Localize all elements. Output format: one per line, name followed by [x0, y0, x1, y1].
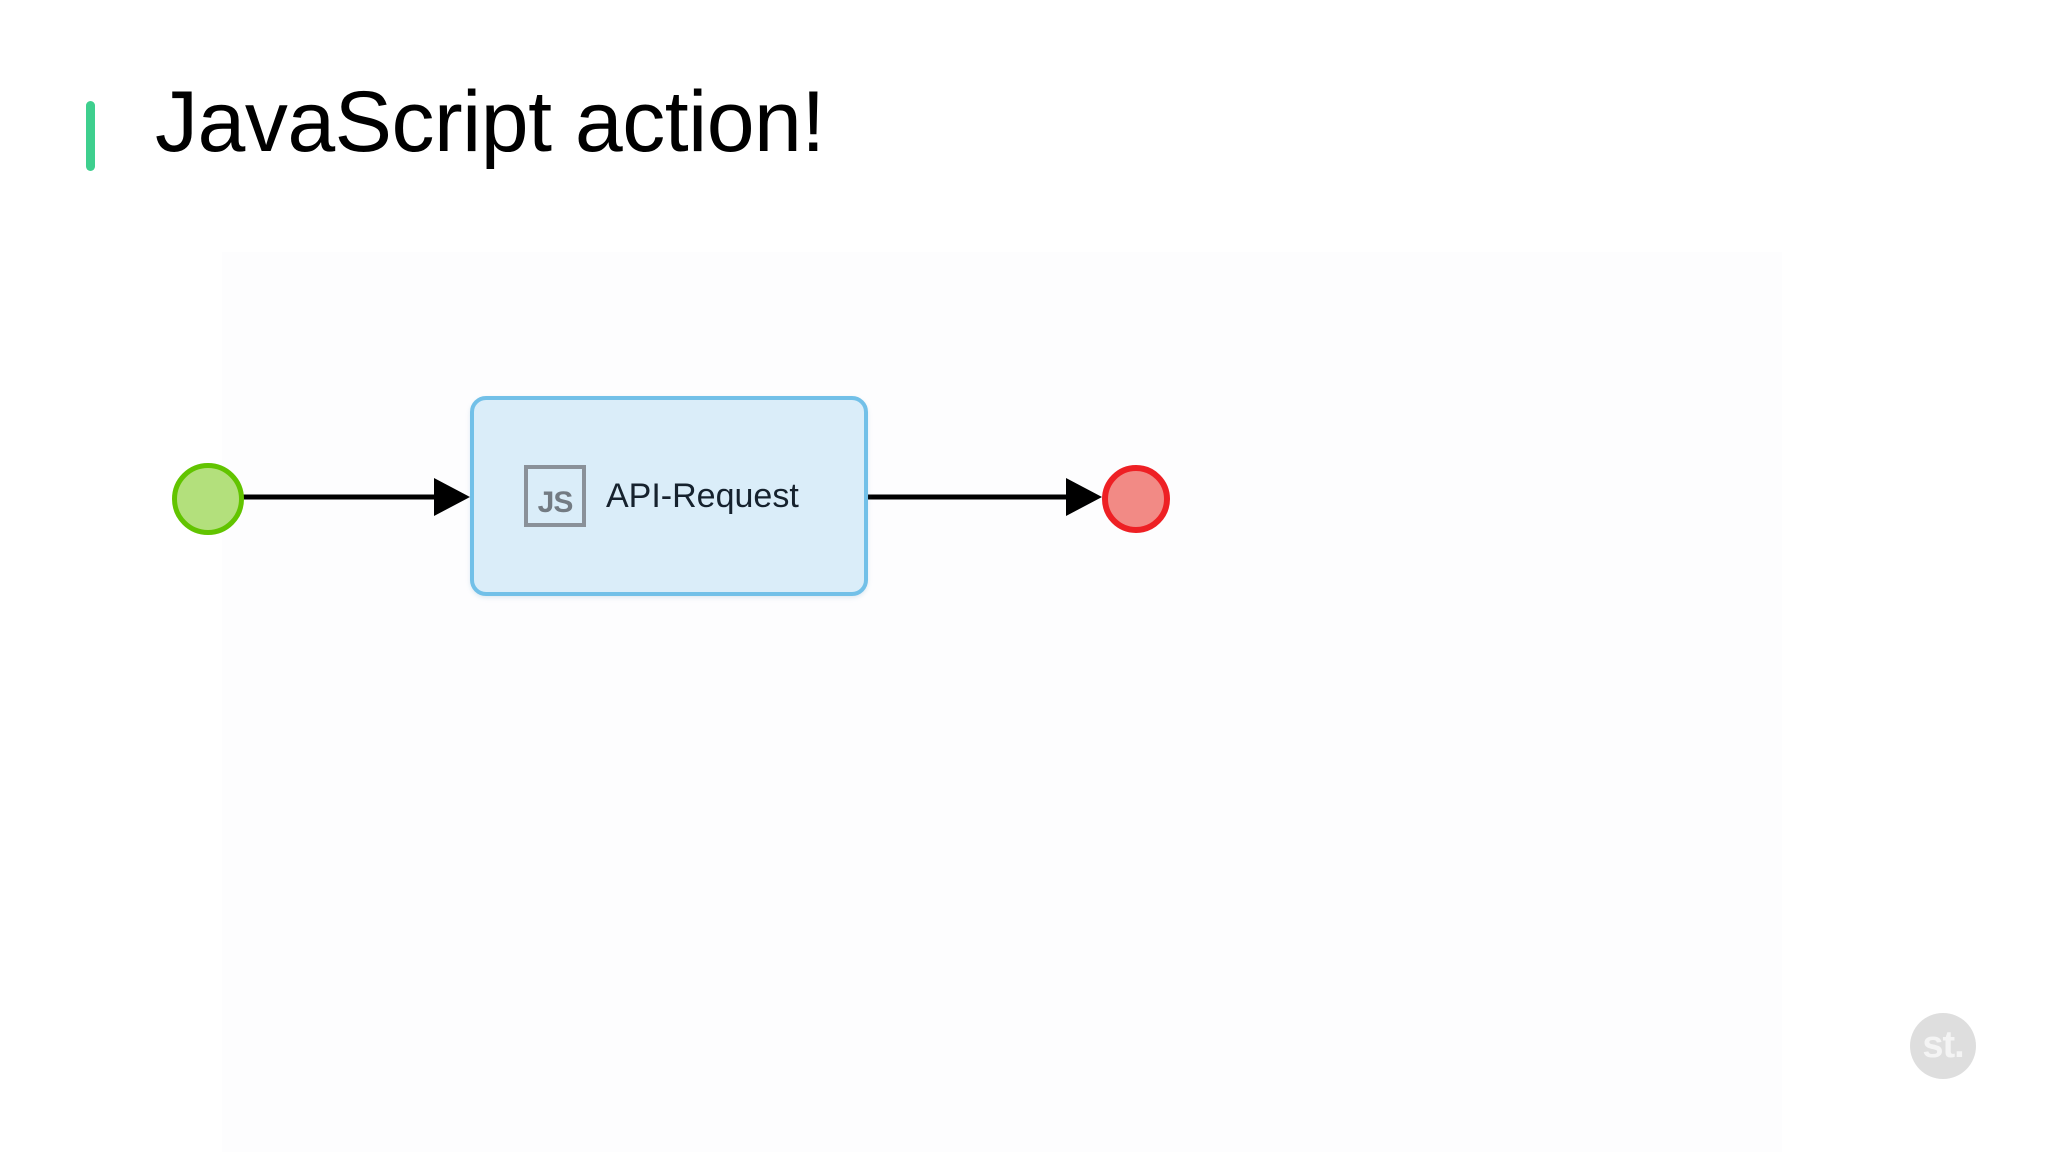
- brand-logo-label: st.: [1922, 1024, 1964, 1066]
- page-title: JavaScript action!: [155, 74, 825, 170]
- js-icon-label: JS: [537, 486, 574, 519]
- task-label: API-Request: [606, 477, 799, 515]
- bpmn-end-event[interactable]: [1102, 465, 1170, 533]
- arrowhead-icon: [434, 478, 470, 516]
- arrowhead-icon: [1066, 478, 1102, 516]
- bpmn-script-task-api-request[interactable]: JS API-Request: [470, 396, 868, 596]
- brand-logo: st.: [1910, 1013, 1976, 1079]
- title-accent-bar: [86, 101, 95, 171]
- sequence-flow-task-to-end: [868, 478, 1102, 516]
- js-script-icon: JS: [524, 465, 586, 527]
- bpmn-start-event[interactable]: [172, 463, 244, 535]
- task-content: JS API-Request: [474, 400, 864, 592]
- sequence-flow-start-to-task: [242, 478, 470, 516]
